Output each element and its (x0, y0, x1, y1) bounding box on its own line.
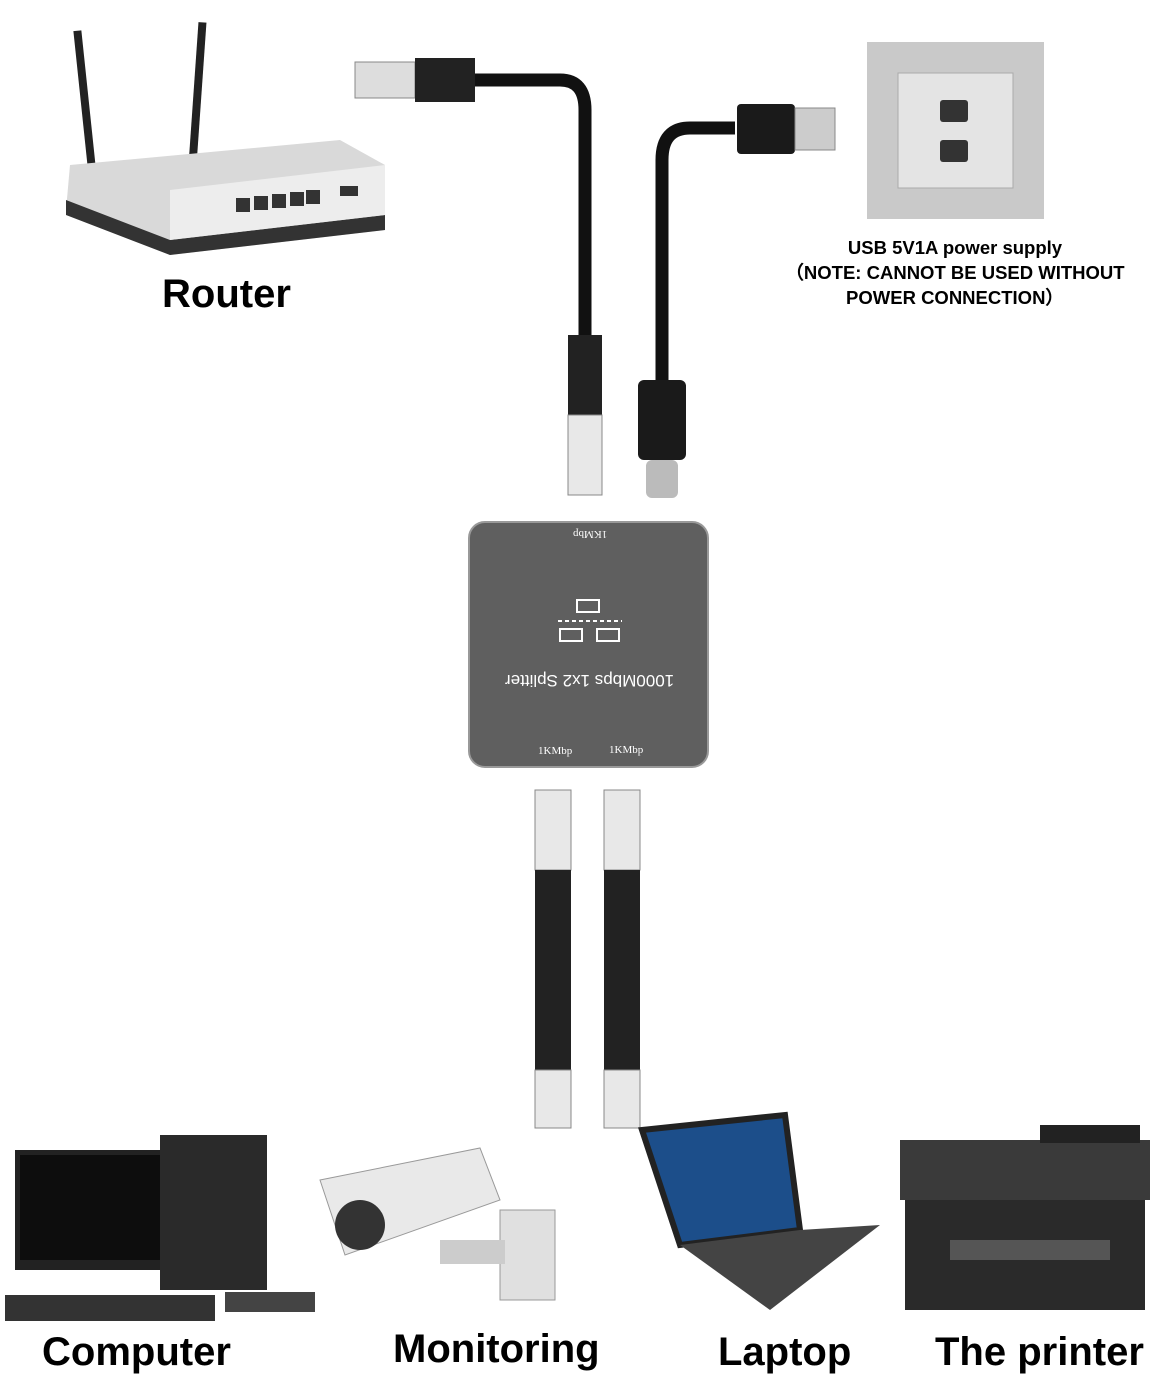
printer-label: The printer (935, 1330, 1144, 1374)
security-camera-illustration (319, 1147, 556, 1301)
power-note-line2: （NOTE: CANNOT BE USED WITHOUT (785, 262, 1125, 283)
computer-illustration (5, 1135, 315, 1321)
printer-illustration (900, 1125, 1150, 1310)
usb-connector-icon (638, 104, 836, 498)
splitter-output-port-2-label: 1KMbp (609, 744, 644, 756)
laptop-illustration (637, 1111, 880, 1310)
router-label: Router (162, 272, 291, 316)
rj45-connector-icon (354, 58, 603, 496)
splitter-title: 1000Mbps 1x2 Splitter (505, 671, 675, 690)
input-cables (470, 73, 735, 380)
power-note-line3: POWER CONNECTION） (846, 287, 1064, 308)
splitter-output-port-1-label: 1KMbp (538, 745, 573, 757)
power-supply-note: USB 5V1A power supply （NOTE: CANNOT BE U… (765, 235, 1145, 310)
monitoring-label: Monitoring (393, 1327, 600, 1371)
wall-outlet-illustration (867, 42, 1044, 219)
output-cables (534, 789, 641, 1129)
splitter-input-port-label: 1KMbp (573, 528, 608, 540)
network-topology-icon (558, 599, 622, 642)
splitter-body (468, 521, 709, 768)
power-note-line1: USB 5V1A power supply (847, 237, 1063, 258)
laptop-label: Laptop (718, 1330, 852, 1374)
computer-label: Computer (42, 1330, 231, 1374)
router-illustration (66, 22, 385, 255)
